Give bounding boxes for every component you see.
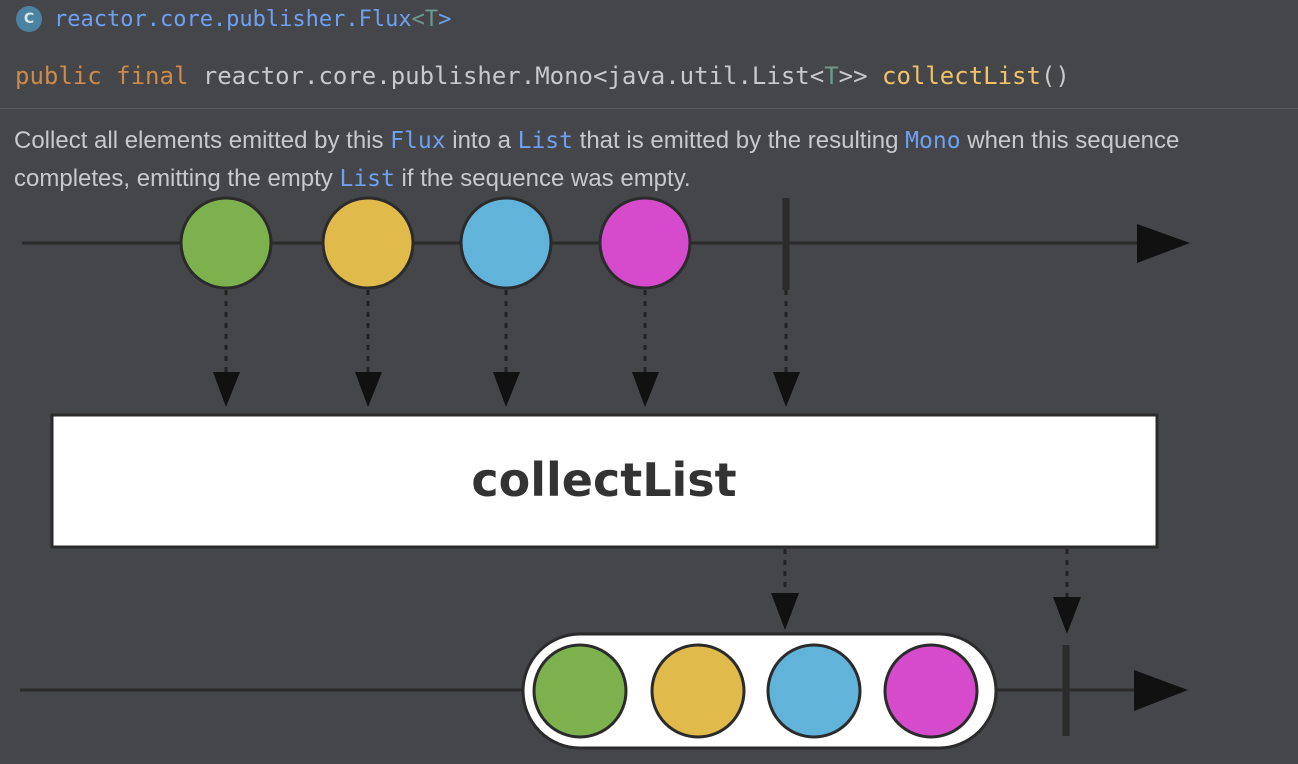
method-signature: public final reactor.core.publisher.Mono…	[15, 60, 1070, 92]
modifier-public: public	[15, 62, 102, 90]
result-marble-magenta	[883, 643, 979, 739]
arrow-down-icon	[493, 372, 520, 407]
source-timeline-arrow-icon	[1137, 224, 1190, 263]
arrow-down-icon	[213, 372, 240, 407]
result-timeline-arrow-icon	[1134, 670, 1188, 711]
desc-text-4: when this sequence completes, emitting t…	[14, 127, 1180, 192]
operator-box	[50, 413, 1159, 549]
desc-text-2: into a	[445, 127, 518, 154]
source-marble-yellow	[321, 196, 415, 290]
type-close: >	[438, 6, 452, 32]
type-open: <	[411, 6, 425, 32]
arrow-down-icon	[355, 372, 382, 407]
return-type[interactable]: reactor.core.publisher.Mono<java.util.Li…	[202, 62, 825, 90]
desc-text-5: if the sequence was empty.	[394, 165, 691, 192]
operator-label: collectList	[471, 453, 736, 507]
desc-text-3: that is emitted by the resulting	[573, 127, 906, 154]
result-list-capsule	[521, 632, 998, 750]
divider	[0, 108, 1298, 109]
arrow-down-icon	[771, 593, 799, 630]
arrow-down-icon	[632, 372, 659, 407]
link-list[interactable]: List	[517, 128, 573, 154]
class-name-link[interactable]: reactor.core.publisher.Flux	[54, 6, 412, 32]
return-type-param: T	[824, 62, 839, 90]
modifier-final: final	[116, 62, 189, 90]
arrow-down-icon	[773, 372, 800, 407]
result-marble-yellow	[650, 643, 746, 739]
link-flux[interactable]: Flux	[390, 128, 446, 154]
result-arrowheads	[771, 593, 1081, 634]
type-param: T	[424, 6, 439, 32]
arrow-down-icon	[1053, 597, 1081, 634]
return-type-close: >>	[838, 62, 868, 90]
link-mono[interactable]: Mono	[905, 128, 961, 154]
link-list-2[interactable]: List	[339, 166, 395, 192]
result-marble-blue	[766, 643, 862, 739]
source-connectors	[224, 290, 788, 373]
source-marble-magenta	[598, 196, 692, 290]
class-icon: C	[16, 6, 42, 32]
result-connectors	[783, 549, 1069, 598]
class-header: C reactor.core.publisher.Flux<T>	[16, 4, 451, 34]
source-marble-green	[179, 196, 273, 290]
source-arrowheads	[213, 372, 800, 407]
method-name: collectList	[882, 62, 1041, 90]
method-parens: ()	[1040, 62, 1070, 90]
result-marble-green	[532, 643, 628, 739]
desc-text-1: Collect all elements emitted by this	[14, 127, 391, 154]
doc-description: Collect all elements emitted by this Flu…	[14, 122, 1284, 198]
source-marble-blue	[459, 196, 553, 290]
